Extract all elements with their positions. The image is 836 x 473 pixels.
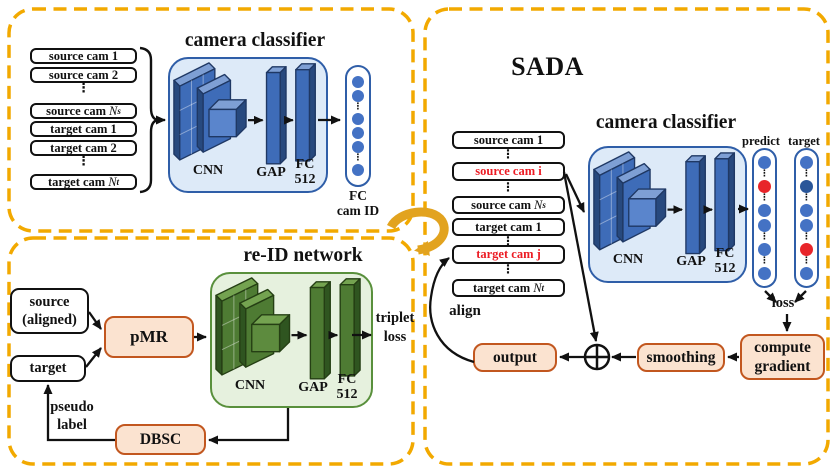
ellipsis: ⋮: [502, 262, 514, 276]
cam-box-source-i: source cam i: [452, 162, 565, 181]
cam-box-source-1: source cam 1: [30, 48, 137, 64]
cnn-label: CNN: [234, 378, 266, 393]
fc512-label: FC 512: [714, 246, 736, 276]
neuron-blue: [352, 164, 364, 176]
dbsc-box: DBSC: [115, 424, 206, 455]
smoothing-box: smoothing: [637, 343, 725, 372]
predict-label: predict: [742, 134, 780, 148]
neuron-blue: [352, 127, 364, 139]
ellipsis: ⋮: [77, 81, 90, 96]
target-label: target: [788, 134, 820, 148]
ellipsis: ⋮: [502, 147, 514, 161]
predict-vector: ⋮ ⋮ ⋮ ⋮: [752, 148, 777, 288]
cam-box-source-2: source cam 2: [30, 67, 137, 83]
compute-gradient-box: compute gradient: [740, 334, 825, 380]
camera-classifier-network: CNN GAP FC 512: [168, 57, 328, 193]
cam-box-target-2: target cam 2: [30, 140, 137, 156]
neuron-blue: [758, 243, 771, 256]
output-box: output: [473, 343, 557, 372]
neuron-blue: [352, 113, 364, 125]
neuron-blue: [352, 141, 364, 153]
ellipsis: ⋮: [760, 193, 769, 203]
cam-id-output-vector: ⋮⋮: [345, 65, 371, 187]
cam-box-target-1-right: target cam 1: [452, 218, 565, 236]
target-vector: ⋮ ⋮ ⋮ ⋮: [794, 148, 819, 288]
ellipsis: ⋮: [760, 256, 769, 266]
cnn-label: CNN: [192, 163, 224, 178]
neuron-blue: [800, 267, 813, 280]
neuron-blue: [758, 204, 771, 217]
neuron-red: [800, 243, 813, 256]
neuron-blue: [800, 156, 813, 169]
cam-box-source-1-right: source cam 1: [452, 131, 565, 149]
fc-cam-id-label: FC cam ID: [336, 188, 380, 218]
neuron-blue: [800, 204, 813, 217]
ellipsis: ⋮: [802, 256, 811, 266]
gap-label: GAP: [256, 165, 286, 180]
cnn-label: CNN: [612, 252, 644, 267]
sada-title: SADA: [511, 52, 584, 81]
neuron-dark: [800, 180, 813, 193]
ellipsis: ⋮: [760, 169, 769, 179]
align-label: align: [449, 303, 481, 319]
camera-classifier-network-right: CNN GAP FC 512: [588, 146, 747, 283]
neuron-blue: [352, 90, 364, 102]
cycle-arrow: [386, 207, 449, 256]
neuron-blue: [758, 267, 771, 280]
target-box: target: [10, 355, 86, 382]
camera-classifier-title-right: camera classifier: [595, 112, 737, 133]
ellipsis: ⋮: [802, 232, 811, 242]
ellipsis: ⋮: [353, 102, 363, 112]
reid-network-title: re-ID network: [243, 245, 363, 266]
ellipsis: ⋮: [77, 154, 90, 169]
reid-network-block: CNN GAP FC 512: [210, 272, 373, 408]
camera-classifier-title: camera classifier: [184, 30, 326, 51]
neuron-blue: [758, 156, 771, 169]
neuron-blue: [352, 76, 364, 88]
neuron-blue: [758, 219, 771, 232]
fc512-label: FC 512: [336, 372, 358, 402]
ellipsis: ⋮: [353, 153, 363, 163]
cam-box-target-j: target cam j: [452, 245, 565, 264]
cam-box-target-1: target cam 1: [30, 121, 137, 137]
source-aligned-box: source (aligned): [10, 288, 89, 334]
loss-label: loss: [771, 295, 795, 311]
cnn-3d-layers: [173, 62, 316, 165]
gap-label: GAP: [298, 380, 328, 395]
pmr-box: pMR: [104, 316, 194, 358]
triplet-loss-label: triplet loss: [375, 310, 415, 345]
pseudo-label-text: pseudo label: [50, 399, 94, 433]
ellipsis: ⋮: [802, 169, 811, 179]
adder-symbol: [583, 343, 611, 371]
cnn-3d-layers: [215, 277, 361, 380]
ellipsis: ⋮: [502, 234, 514, 248]
fc512-label: FC 512: [294, 157, 316, 187]
ellipsis: ⋮: [502, 180, 514, 194]
neuron-red: [758, 180, 771, 193]
neuron-blue: [800, 219, 813, 232]
gap-label: GAP: [676, 254, 706, 269]
ellipsis: ⋮: [760, 232, 769, 242]
ellipsis: ⋮: [802, 193, 811, 203]
cam-list-brace: [139, 46, 159, 194]
